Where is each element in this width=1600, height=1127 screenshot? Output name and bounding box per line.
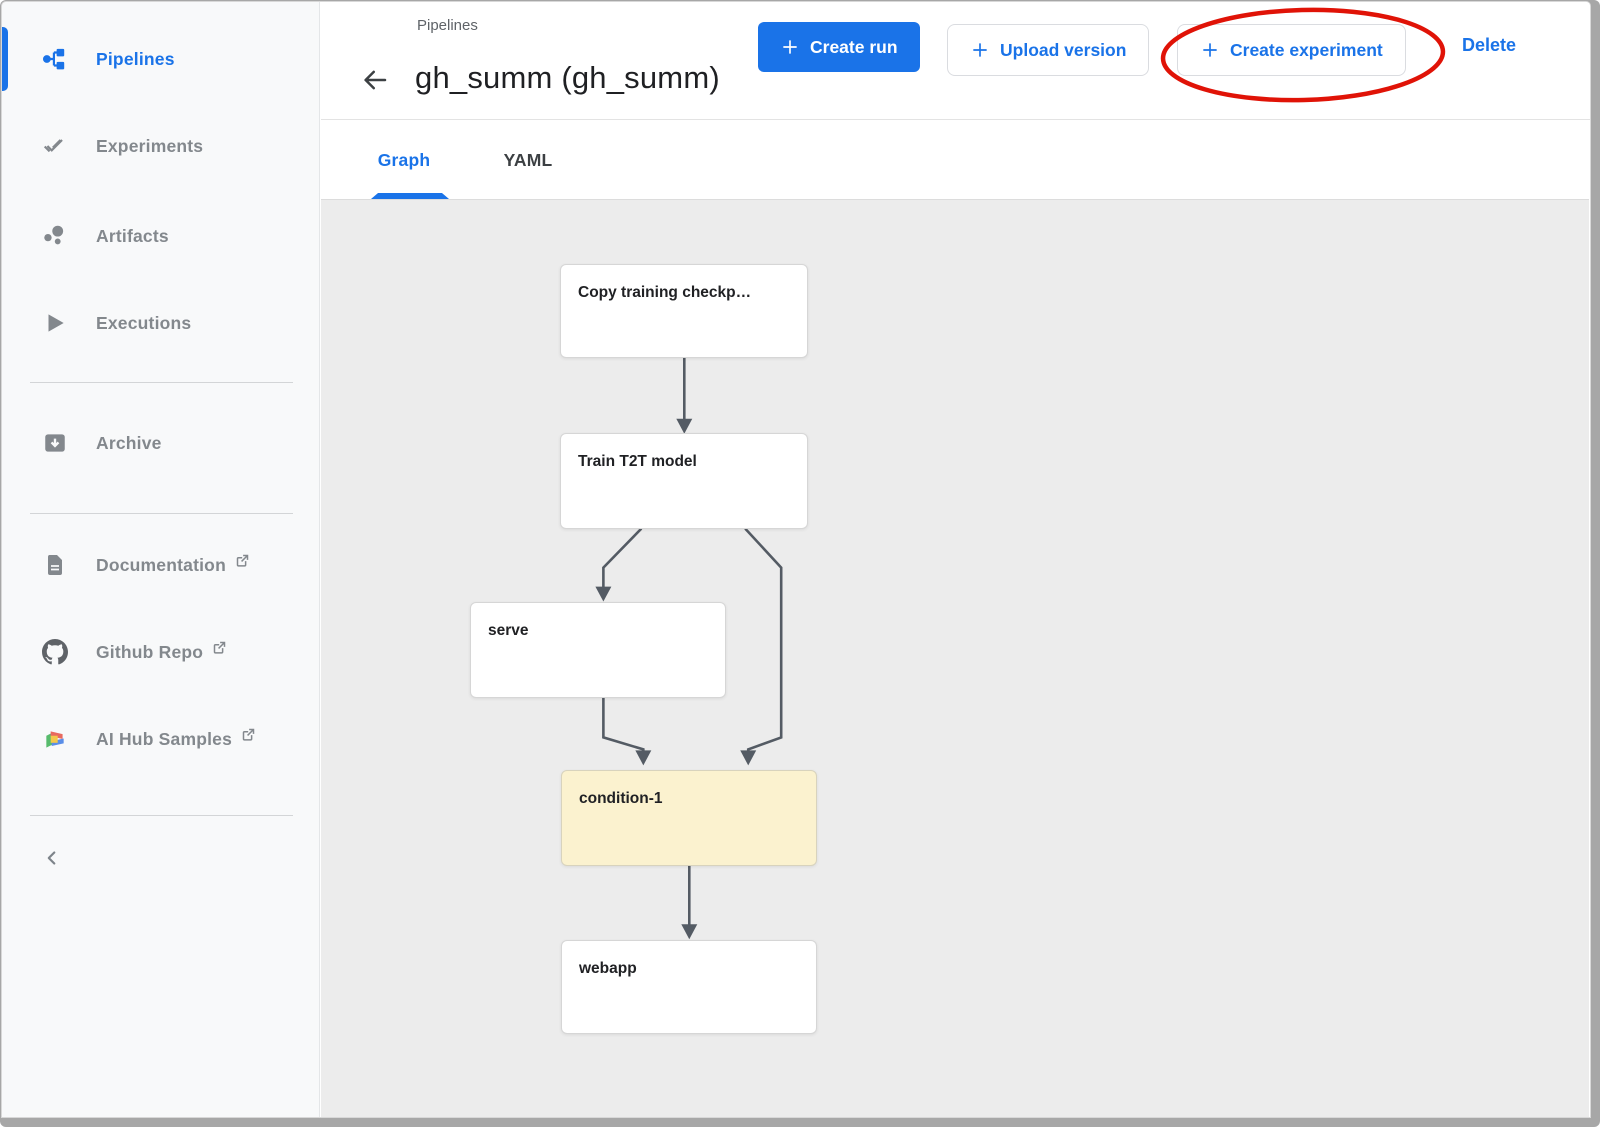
sidebar-divider (30, 382, 293, 383)
upload-version-label: Upload version (1000, 39, 1127, 60)
sidebar-item-label: Pipelines (96, 48, 175, 69)
sidebar-item-github-repo[interactable]: Github Repo (2, 622, 320, 682)
edge-serve-condition (602, 697, 645, 752)
aihub-icon (42, 726, 68, 752)
breadcrumb: Pipelines (417, 17, 478, 34)
tab-yaml[interactable]: YAML (503, 149, 553, 170)
edge-train-serve (602, 527, 643, 588)
create-run-button[interactable]: Create run (758, 22, 920, 72)
plus-icon (1200, 40, 1220, 60)
sidebar-item-pipelines[interactable]: Pipelines (2, 29, 320, 89)
sidebar: Pipelines Experiments Artifacts Executio… (2, 2, 320, 1117)
sidebar-item-label: Documentation (96, 554, 226, 575)
chevron-left-icon (41, 847, 63, 869)
page-header: Pipelines gh_summ (gh_summ) Create run (321, 2, 1590, 120)
external-link-icon (235, 553, 250, 568)
create-experiment-label: Create experiment (1230, 39, 1383, 60)
artifacts-icon (42, 223, 68, 249)
graph-node-copy-training-checkpoint[interactable]: Copy training checkp… (560, 264, 808, 358)
graph-edges (595, 357, 783, 940)
executions-icon (42, 310, 68, 336)
sidebar-item-aihub-samples[interactable]: AI Hub Samples (2, 709, 320, 769)
pipeline-graph-canvas: Copy training checkp… Train T2T model se… (321, 199, 1589, 1117)
sidebar-item-label: Executions (96, 312, 192, 333)
graph-node-condition-1[interactable]: condition-1 (561, 770, 817, 866)
upload-version-button[interactable]: Upload version (947, 24, 1150, 76)
sidebar-item-label: Artifacts (96, 225, 169, 246)
sidebar-item-documentation[interactable]: Documentation (2, 535, 320, 595)
tab-bar: Graph YAML (321, 121, 1590, 199)
sidebar-item-archive[interactable]: Archive (2, 413, 320, 473)
sidebar-item-label: Github Repo (96, 641, 204, 662)
sidebar-item-label: Archive (96, 432, 162, 453)
graph-node-train-t2t-model[interactable]: Train T2T model (560, 433, 808, 529)
back-button[interactable] (357, 62, 393, 98)
external-link-icon (212, 640, 227, 655)
delete-button[interactable]: Delete (1462, 35, 1517, 55)
pipelines-icon (42, 46, 68, 72)
sidebar-item-label: Experiments (96, 135, 204, 156)
sidebar-divider (30, 815, 293, 816)
graph-node-serve[interactable]: serve (470, 602, 726, 698)
sidebar-divider (30, 513, 293, 514)
graph-node-webapp[interactable]: webapp (561, 940, 817, 1034)
sidebar-item-label: AI Hub Samples (96, 728, 233, 749)
active-tab-indicator (371, 193, 449, 199)
github-icon (42, 639, 68, 665)
active-item-indicator (2, 27, 8, 91)
sidebar-item-artifacts[interactable]: Artifacts (2, 206, 320, 266)
edge-train-condition (744, 527, 783, 752)
plus-icon (780, 37, 800, 57)
external-link-icon (241, 727, 256, 742)
sidebar-item-executions[interactable]: Executions (2, 293, 320, 353)
sidebar-collapse-button[interactable] (34, 840, 70, 876)
archive-icon (42, 430, 68, 456)
create-experiment-button[interactable]: Create experiment (1177, 24, 1406, 76)
arrow-back-icon (360, 65, 390, 95)
document-icon (42, 552, 68, 578)
tab-graph[interactable]: Graph (377, 149, 431, 170)
experiments-icon (42, 133, 68, 159)
plus-icon (970, 40, 990, 60)
sidebar-item-experiments[interactable]: Experiments (2, 116, 320, 176)
create-run-label: Create run (810, 36, 898, 57)
page-title: gh_summ (gh_summ) (415, 60, 720, 95)
main-content: Pipelines gh_summ (gh_summ) Create run (321, 2, 1590, 1117)
